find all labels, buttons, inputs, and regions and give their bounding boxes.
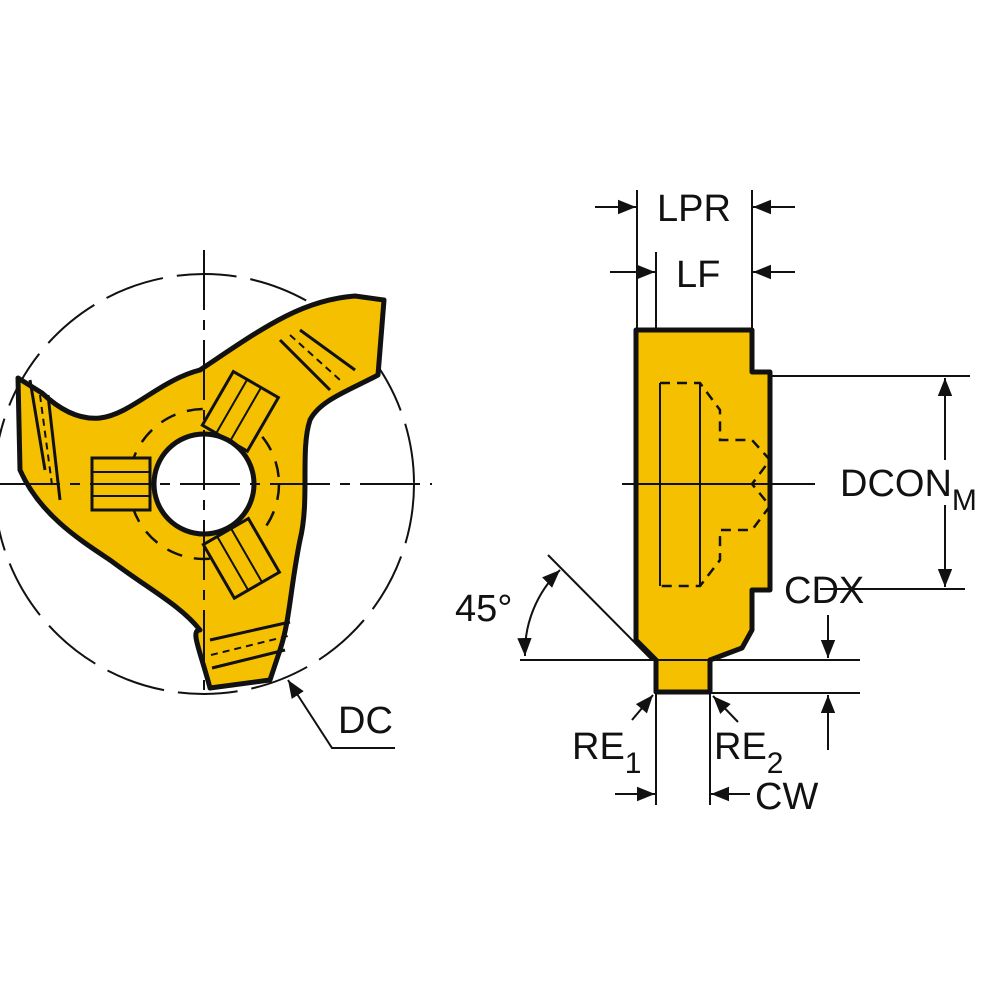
dc-label: DC [338,700,393,742]
re2-subscript: 2 [766,747,784,780]
dcon-text: DCON [840,463,952,505]
re2-label: RE2 [714,728,783,779]
front-view [0,250,432,749]
side-view [517,190,970,805]
lpr-label: LPR [657,188,731,230]
re1-text: RE [572,726,625,768]
angle-label: 45° [455,588,513,630]
lf-label: LF [676,254,721,296]
insert-body-side [633,327,773,695]
dcon-label: DCONM [840,465,977,516]
cdx-label: CDX [784,570,865,612]
dcon-subscript: M [951,484,977,517]
re2-text: RE [714,726,767,768]
re1-subscript: 1 [624,747,642,780]
re1-label: RE1 [572,728,641,779]
cw-label: CW [755,776,819,818]
